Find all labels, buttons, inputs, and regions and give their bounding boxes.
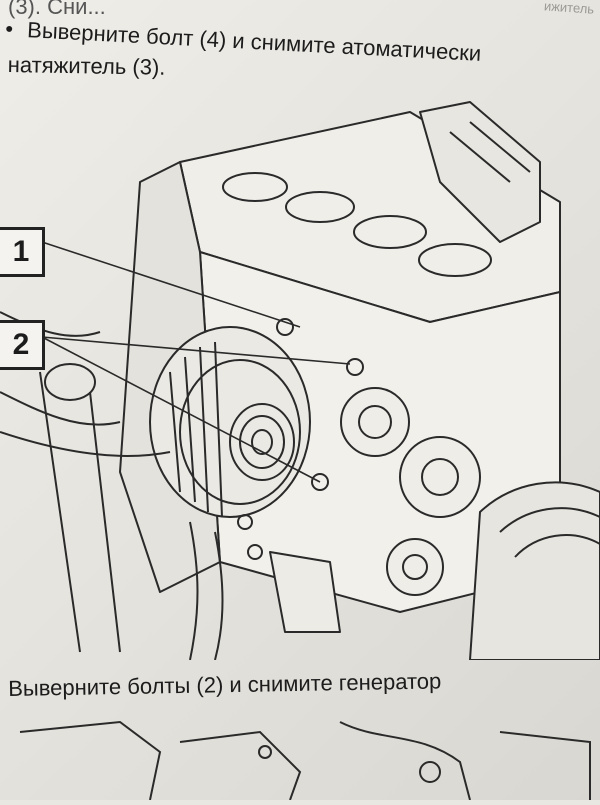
alternator-bracket [269,551,341,633]
water-pump-hub [421,458,459,496]
next-figure-pulley [419,761,441,783]
alternator-body [149,326,311,518]
bolt [311,473,329,491]
alternator-housing [179,359,301,505]
manifold-ribs [449,121,531,183]
cylinder-bore [353,215,427,249]
tensioner-hub [358,405,392,439]
bullet-continuation: натяжитель (3). [7,52,166,80]
cylinder-bore [418,243,492,277]
alternator-pulley [229,403,295,481]
idler-hub [402,554,428,580]
idler-pulley [386,538,444,596]
bullet-icon: • [4,16,14,42]
bolt [247,544,263,560]
intake-manifold [419,101,541,243]
figure-caption: Выверните болты (2) и снимите генератор [8,668,442,701]
tensioner-pulley [340,387,410,457]
engine-illustration: 1 2 [0,92,600,661]
crank-pulley [469,481,600,661]
bolt [237,514,253,530]
callout-2-leader-b [41,336,321,483]
bolt [276,318,294,336]
callout-1-leader [41,241,301,328]
frame-rail [39,371,121,653]
water-pump-pulley [399,436,481,518]
next-figure-drawing [19,720,591,801]
next-figure-outline [499,731,591,800]
lower-pipe [189,521,224,661]
alternator-shaft [251,429,273,455]
hose [0,311,121,426]
partial-text-line: (3). Сни... [8,0,106,19]
next-figure-preview [0,712,600,801]
alternator-fins [169,341,223,518]
callout-2: 2 [0,320,45,370]
left-component [44,363,96,401]
callout-1: 1 [0,227,45,277]
alternator-pulley-groove [239,415,285,469]
bleed-through-text: ижитель [543,0,595,17]
bolt [346,358,364,376]
cylinder-bore [222,172,288,202]
callout-2-leader-a [41,336,351,365]
cylinder-bore [285,191,355,223]
next-figure-outline [339,721,471,801]
crank-pulley-grooves [499,507,600,558]
next-figure-bolt [258,745,272,759]
next-figure-outline [19,720,162,801]
pipe [0,431,171,457]
next-figure-outline [179,730,302,801]
engine-drawing [0,101,600,661]
